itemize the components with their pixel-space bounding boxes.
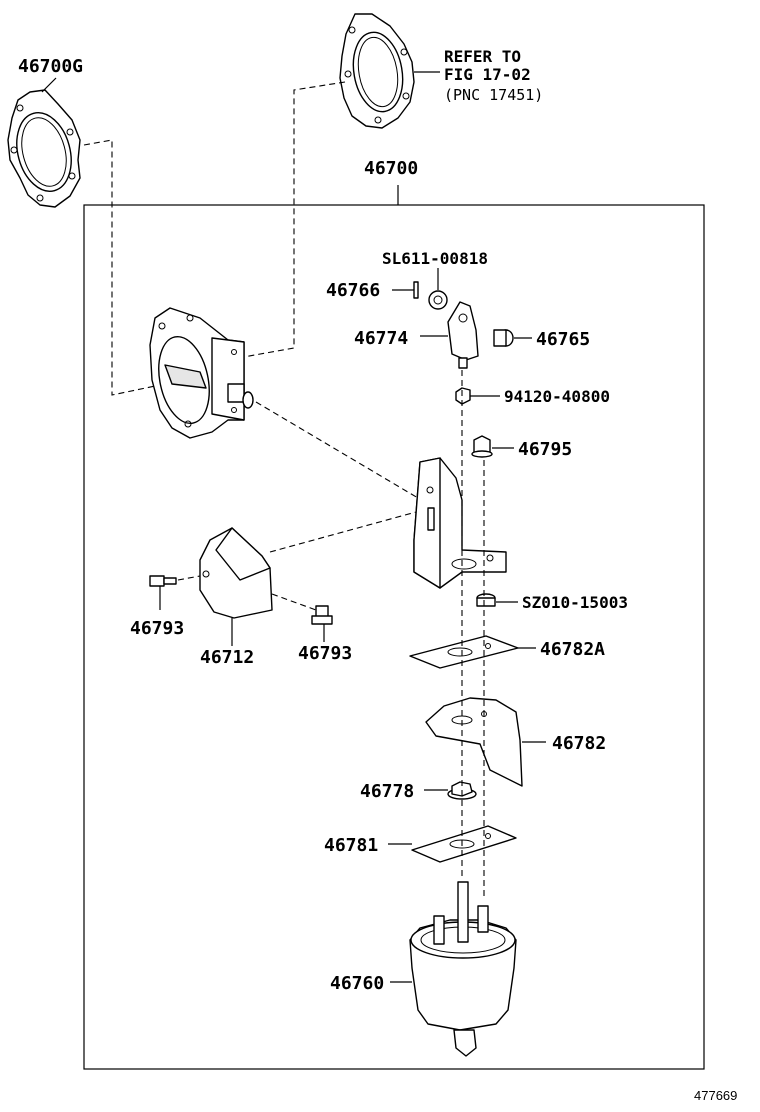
nut-small[interactable] <box>455 387 471 405</box>
assembly-frame <box>83 204 705 1070</box>
label-nut-small: 94120-40800 <box>504 387 610 406</box>
collar[interactable] <box>476 593 496 607</box>
label-clevis: 46774 <box>354 328 408 349</box>
label-gasket-lower: 46781 <box>324 835 378 856</box>
gasket-refer[interactable] <box>339 13 415 129</box>
label-gasket-left: 46700G <box>18 56 83 77</box>
bolt-left[interactable] <box>149 575 177 587</box>
label-collar: SZ010-15003 <box>522 593 628 612</box>
bolt-right[interactable] <box>311 605 333 625</box>
nut-flange[interactable] <box>471 435 493 458</box>
label-assembly: 46700 <box>364 158 418 179</box>
label-clevis-pin: 46765 <box>536 329 590 350</box>
label-washer: SL611-00818 <box>382 249 488 268</box>
figure-number: 477669 <box>694 1088 737 1103</box>
bracket[interactable] <box>413 457 507 589</box>
label-bolt-left: 46793 <box>130 618 184 639</box>
clevis-pin[interactable] <box>493 329 514 347</box>
label-cover: 46712 <box>200 647 254 668</box>
pin-46766[interactable] <box>392 281 419 299</box>
plate-upper[interactable] <box>409 635 519 669</box>
label-pin: 46766 <box>326 280 380 301</box>
washer[interactable] <box>428 290 448 310</box>
label-actuator: 46760 <box>330 973 384 994</box>
valve-body[interactable] <box>149 307 254 439</box>
gasket-lower[interactable] <box>411 825 517 863</box>
label-refer-3: (PNC 17451) <box>444 86 543 104</box>
gasket-left[interactable] <box>7 89 81 208</box>
label-shield: 46782 <box>552 733 606 754</box>
shield[interactable] <box>425 697 523 787</box>
clevis[interactable] <box>447 301 479 369</box>
label-refer-2: FIG 17-02 <box>444 65 531 84</box>
label-nut-flange: 46795 <box>518 439 572 460</box>
label-plate-upper: 46782A <box>540 639 605 660</box>
label-refer-1: REFER TO <box>444 47 521 66</box>
label-nut-lower: 46778 <box>360 781 414 802</box>
label-bolt-right: 46793 <box>298 643 352 664</box>
cover[interactable] <box>199 527 273 619</box>
actuator[interactable] <box>409 881 517 1057</box>
